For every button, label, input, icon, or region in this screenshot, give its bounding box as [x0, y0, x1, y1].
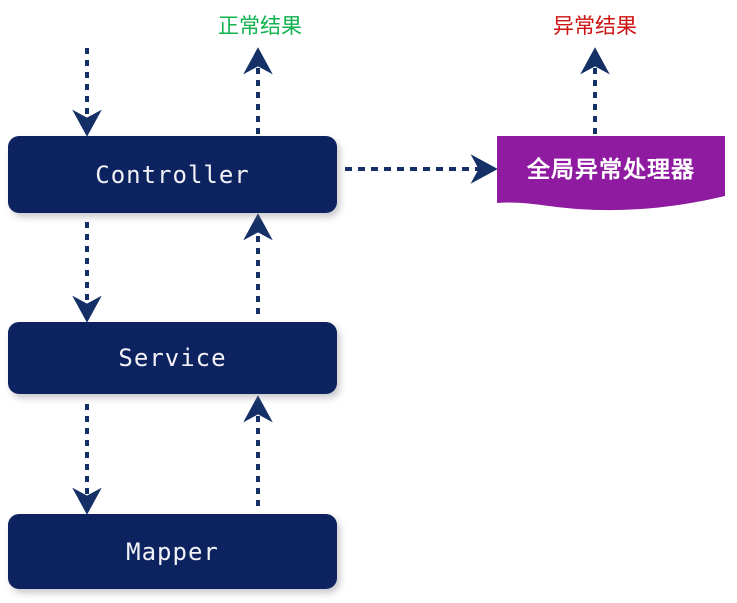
- node-global-exception-handler[interactable]: 全局异常处理器: [497, 136, 725, 211]
- node-mapper[interactable]: Mapper: [8, 514, 337, 589]
- node-global-exception-handler-label: 全局异常处理器: [527, 157, 695, 183]
- node-controller[interactable]: Controller: [8, 136, 337, 213]
- edge-label-normal-result: 正常结果: [218, 14, 302, 38]
- node-service[interactable]: Service: [8, 322, 337, 394]
- edge-label-abnormal-result: 异常结果: [553, 14, 637, 38]
- banner-shape-icon: [497, 136, 725, 211]
